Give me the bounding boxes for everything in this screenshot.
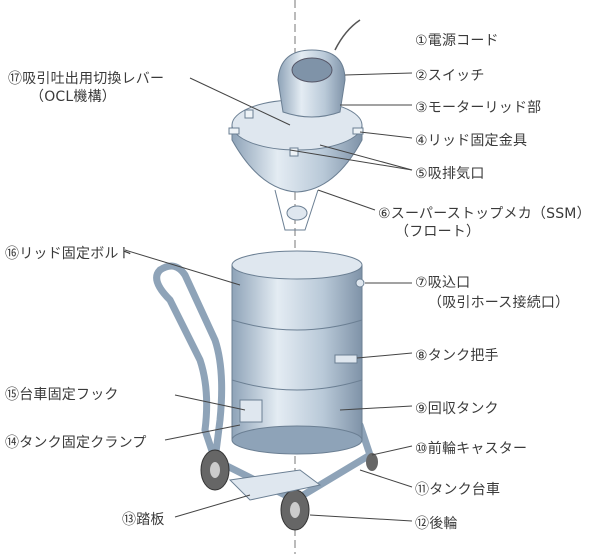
label-air-vent: ⑤吸排気口 xyxy=(415,166,485,182)
label-step-plate: ⑬踏板 xyxy=(122,512,165,528)
label-ocl-mechanism: （OCL機構） xyxy=(30,89,116,105)
label-float: （フロート） xyxy=(395,224,481,240)
leader-lines xyxy=(124,72,413,522)
label-recovery-tank: ⑨回収タンク xyxy=(415,401,499,417)
label-lid-fixing-bracket: ④リッド固定金具 xyxy=(415,133,528,149)
label-rear-wheel: ⑫後輪 xyxy=(415,516,458,532)
label-power-cord: ①電源コード xyxy=(415,33,499,49)
label-switch: ②スイッチ xyxy=(415,68,485,84)
motor-dome xyxy=(277,49,346,118)
label-super-stop-mechanism: ⑥スーパーストップメカ（SSM） xyxy=(378,206,591,222)
label-motor-lid: ③モーターリッド部 xyxy=(415,100,542,116)
label-hose-connector: （吸引ホース接続口） xyxy=(428,295,570,311)
label-tank-cart: ⑪タンク台車 xyxy=(415,482,501,498)
float-ssm xyxy=(274,189,319,231)
label-lid-bolt: ⑯リッド固定ボルト xyxy=(5,246,133,262)
label-tank-clamp: ⑭タンク固定クランプ xyxy=(5,435,147,451)
power-cord xyxy=(334,19,361,51)
label-switch-lever: ⑰吸引吐出用切換レバー xyxy=(8,71,165,87)
step-plate xyxy=(228,469,322,501)
label-tank-handle: ⑧タンク把手 xyxy=(415,348,499,364)
label-front-caster: ⑩前輪キャスター xyxy=(415,441,528,457)
label-intake: ⑦吸込口 xyxy=(415,275,471,291)
recovery-tank xyxy=(231,250,365,455)
label-cart-hook: ⑮台車固定フック xyxy=(5,387,119,403)
wheels xyxy=(200,449,378,531)
